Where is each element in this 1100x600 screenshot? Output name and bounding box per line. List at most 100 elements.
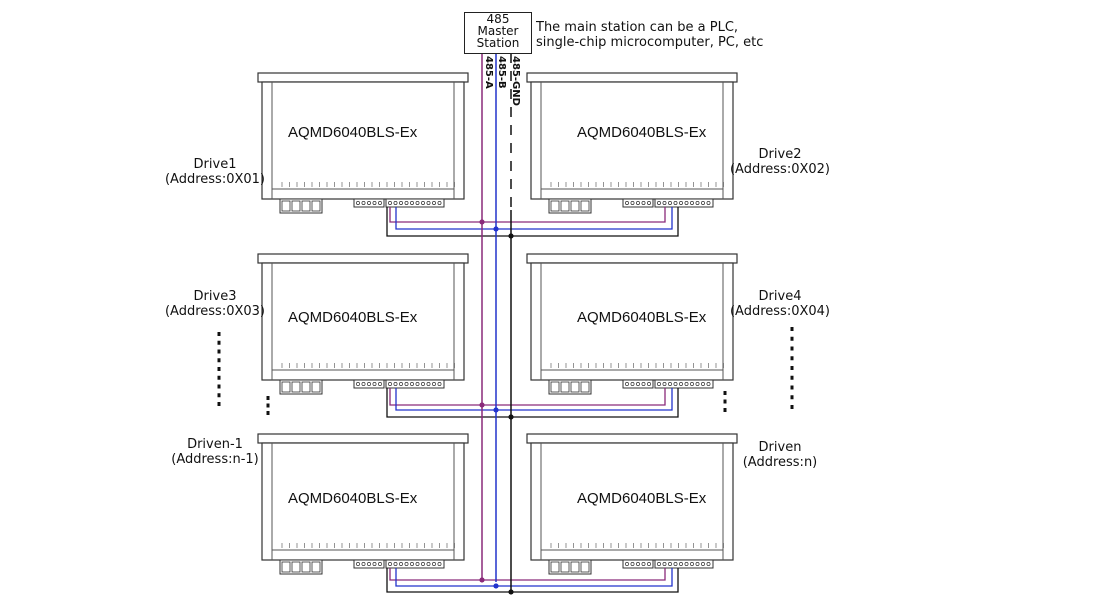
drive-n-signal-pin <box>701 562 705 566</box>
drive-3-signal-pin <box>437 382 442 386</box>
drive-1-body <box>261 81 465 200</box>
drive-3-signal-pin <box>404 382 409 386</box>
drive-n-hall-pin <box>641 562 646 566</box>
drive-n-signal-pin <box>679 562 683 566</box>
drive-n-1-signal-pin <box>437 562 442 566</box>
drive-1-signal-connector <box>385 198 445 208</box>
drive-3-signal-pin <box>410 382 414 386</box>
drive-n-signal-pin <box>657 562 661 566</box>
drive-1-wire-gnd <box>386 207 511 237</box>
drive-n-junction-a <box>479 577 485 583</box>
drive-n-motor-pin <box>560 561 570 573</box>
drive-n-signal-pin <box>706 562 711 566</box>
drive-4-model: AQMD6040BLS-Ex <box>577 309 707 326</box>
drive-n-motor-pin <box>550 561 560 573</box>
drive-1-signal-pin <box>426 201 431 205</box>
drive-2-signal-connector <box>654 198 714 208</box>
drive-n-hall-pin <box>630 562 635 566</box>
drive-n-wire-a <box>482 568 666 581</box>
drive-2-hall-pin <box>641 201 646 205</box>
ellipsis-left-outer <box>217 402 221 406</box>
drive-3-hall-pin <box>356 382 360 386</box>
drive-2-flange <box>526 72 738 83</box>
drive-4-signal-pin <box>684 382 689 386</box>
drive-2-name: Drive2 <box>758 147 802 162</box>
drive-3-signal-pin <box>388 382 392 386</box>
drive-n-1-signal-pin <box>410 562 414 566</box>
ellipsis-right-inner <box>723 408 727 412</box>
drive-1-unit <box>257 72 469 214</box>
drive-n-hall-connector <box>622 559 654 569</box>
drive-n-signal-pin <box>662 562 667 566</box>
drive-4-signal-pin <box>657 382 661 386</box>
ellipsis-left-outer <box>217 332 221 336</box>
drive-3-signal-pin <box>415 382 420 386</box>
drive-1-signal-pin <box>421 201 425 205</box>
ellipsis-left-outer <box>217 384 221 389</box>
bus-gnd-label: 485-GND <box>510 56 521 106</box>
drive-n-wire-gnd <box>511 568 679 593</box>
ellipsis-left-outer <box>217 393 221 398</box>
ellipsis-right-outer <box>790 366 794 370</box>
master-line-1: 485 <box>486 12 510 26</box>
drive-n-motor-pin <box>580 561 590 573</box>
drive-1-signal-pin <box>432 201 436 205</box>
drive-3-address: (Address:0X03) <box>164 304 265 319</box>
drive-n-flange <box>526 433 738 444</box>
ellipsis-right-outer <box>790 327 794 331</box>
drive-n-1-signal-pin <box>426 562 431 566</box>
ellipsis-left-inner <box>266 411 270 415</box>
drive-n-1-hall-connector <box>353 559 385 569</box>
drive-2-motor-pin <box>560 200 570 212</box>
drive-3-motor-pin <box>281 381 291 393</box>
drive-4-junction-gnd <box>508 414 514 420</box>
drive-3-flange <box>257 253 469 264</box>
drive-2-unit <box>526 72 738 214</box>
drive-n-1-hall-pin <box>361 562 366 566</box>
drive-1-signal-pin <box>388 201 392 205</box>
drive-2-signal-pin <box>673 201 678 205</box>
ellipsis-right-inner <box>723 399 727 404</box>
drive-4-hall-connector <box>622 379 654 389</box>
drive-2-signal-pin <box>679 201 683 205</box>
drive-1-address: (Address:0X01) <box>164 172 265 187</box>
drive-3-wire-gnd <box>386 388 511 418</box>
drive-1-motor-pin <box>301 200 311 212</box>
ellipsis-left-inner <box>266 396 270 400</box>
drive-3-signal-pin <box>399 382 403 386</box>
drive-4-hall-pin <box>647 382 651 386</box>
drive-4-motor-pin <box>560 381 570 393</box>
drive-n-hall-pin <box>647 562 651 566</box>
drive-2-motor-pin <box>550 200 560 212</box>
drive-2-motor-connector <box>548 198 592 214</box>
drive-3-wire-b <box>395 388 496 411</box>
drive-2-wire-b <box>496 207 673 230</box>
master-note-line-1: The main station can be a PLC, <box>536 20 739 35</box>
drive-4-name: Drive4 <box>758 289 802 304</box>
drive-3-hall-pin <box>361 382 366 386</box>
ellipsis-right-outer <box>790 395 794 400</box>
drive-1-name: Drive1 <box>193 157 237 172</box>
drive-n-address: (Address:n) <box>742 455 818 470</box>
drive-n-signal-pin <box>673 562 678 566</box>
drive-3-hall-pin <box>372 382 377 386</box>
drive-1-model: AQMD6040BLS-Ex <box>288 124 418 141</box>
drive-n-1-wire-b <box>395 568 496 587</box>
drive-n-1-address: (Address:n-1) <box>171 452 259 467</box>
drive-2-signal-pin <box>668 201 672 205</box>
drive-2-body <box>530 81 734 200</box>
drive-3-unit <box>257 253 469 395</box>
ellipsis-left-inner <box>266 403 270 408</box>
drive-2-signal-pin <box>657 201 661 205</box>
master-station-box: 485 Master Station <box>464 12 532 54</box>
drive-3-motor-pin <box>311 381 321 393</box>
drive-4-signal-pin <box>673 382 678 386</box>
drive-4-motor-pin <box>580 381 590 393</box>
ellipsis-left-outer <box>217 340 221 345</box>
drive-n-signal-pin <box>695 562 700 566</box>
drive-n-1-hall-pin <box>372 562 377 566</box>
drive-4-signal-pin <box>690 382 694 386</box>
ellipsis-right-outer <box>790 405 794 409</box>
drive-4-signal-pin <box>662 382 667 386</box>
